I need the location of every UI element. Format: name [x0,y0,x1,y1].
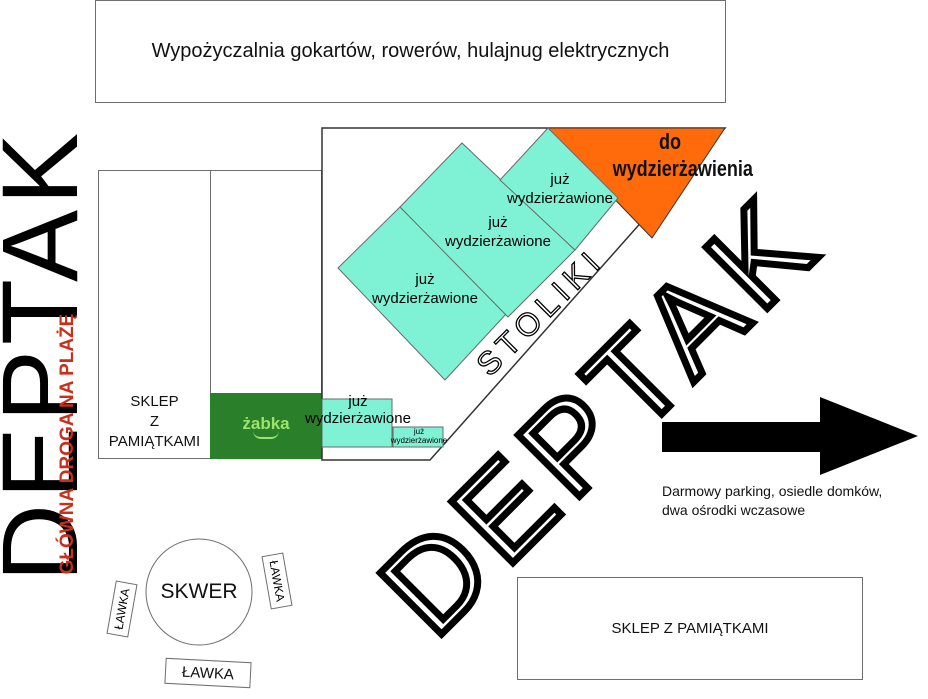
available-word2: wydzierżawienia [612,156,753,181]
available-plot-label: do wydzierżawienia [612,128,753,182]
rented-label-4: już wydzierżawione [288,393,428,427]
available-word1: do [658,129,682,154]
souvenir-shop-bottom: SKLEP Z PAMIĄTKAMI [517,577,863,680]
parking-line2: dwa ośrodki wczasowe [662,502,806,518]
rented-label-5: już wydzierżawione [383,427,455,445]
parking-line1: Darmowy parking, osiedle domków, [662,483,883,499]
skwer-circle [145,538,253,646]
rented-plot-3 [499,127,619,251]
souvenir-shop-left: SKLEP Z PAMIĄTKAMI [98,170,211,459]
shop-bottom-text: SKLEP Z PAMIĄTKAMI [611,620,769,637]
zabka-store: żabka [210,393,322,459]
rental-banner: Wypożyczalnia gokartów, rowerów, hulajnu… [95,0,726,103]
bench-left-label: ŁAWKA [111,587,133,631]
rented-label-5-word1: już [413,427,425,436]
bench-bottom-label: ŁAWKA [181,663,235,683]
rented-label-5-word2: wydzierżawione [390,436,448,445]
shop-left-line1: SKLEP [130,393,179,410]
rental-banner-text: Wypożyczalnia gokartów, rowerów, hulajnu… [151,40,670,62]
zabka-logo-text: żabka [242,413,290,433]
rented-label-3-word1: już [550,171,570,188]
shop-left-line3: PAMIĄTKAMI [108,433,201,450]
rented-label-1-word2: wydzierżawione [372,290,478,307]
rented-label-2-word2: wydzierżawione [445,233,551,250]
rented-label-2: już wydzierżawione [428,213,568,251]
rented-label-3-word2: wydzierżawione [507,190,613,207]
rented-label-4-word1: już [348,393,368,410]
bench-bottom: ŁAWKA [164,657,252,689]
bench-right-label: ŁAWKA [266,559,288,603]
rented-plot-4 [321,398,393,448]
shop-left-line2: Z [149,413,160,430]
rented-label-4-word2: wydzierżawione [305,410,411,427]
smile-icon [253,431,279,439]
arrow-right-icon [662,397,918,475]
skwer-label: SKWER [160,580,238,603]
rented-plot-5 [392,426,444,448]
parking-info: Darmowy parking, osiedle domków, dwa ośr… [662,482,882,520]
rented-label-3: już wydzierżawione [490,170,630,208]
rented-label-1: już wydzierżawione [355,270,495,308]
rented-label-2-word1: już [488,214,508,231]
rented-label-1-word1: już [415,271,435,288]
